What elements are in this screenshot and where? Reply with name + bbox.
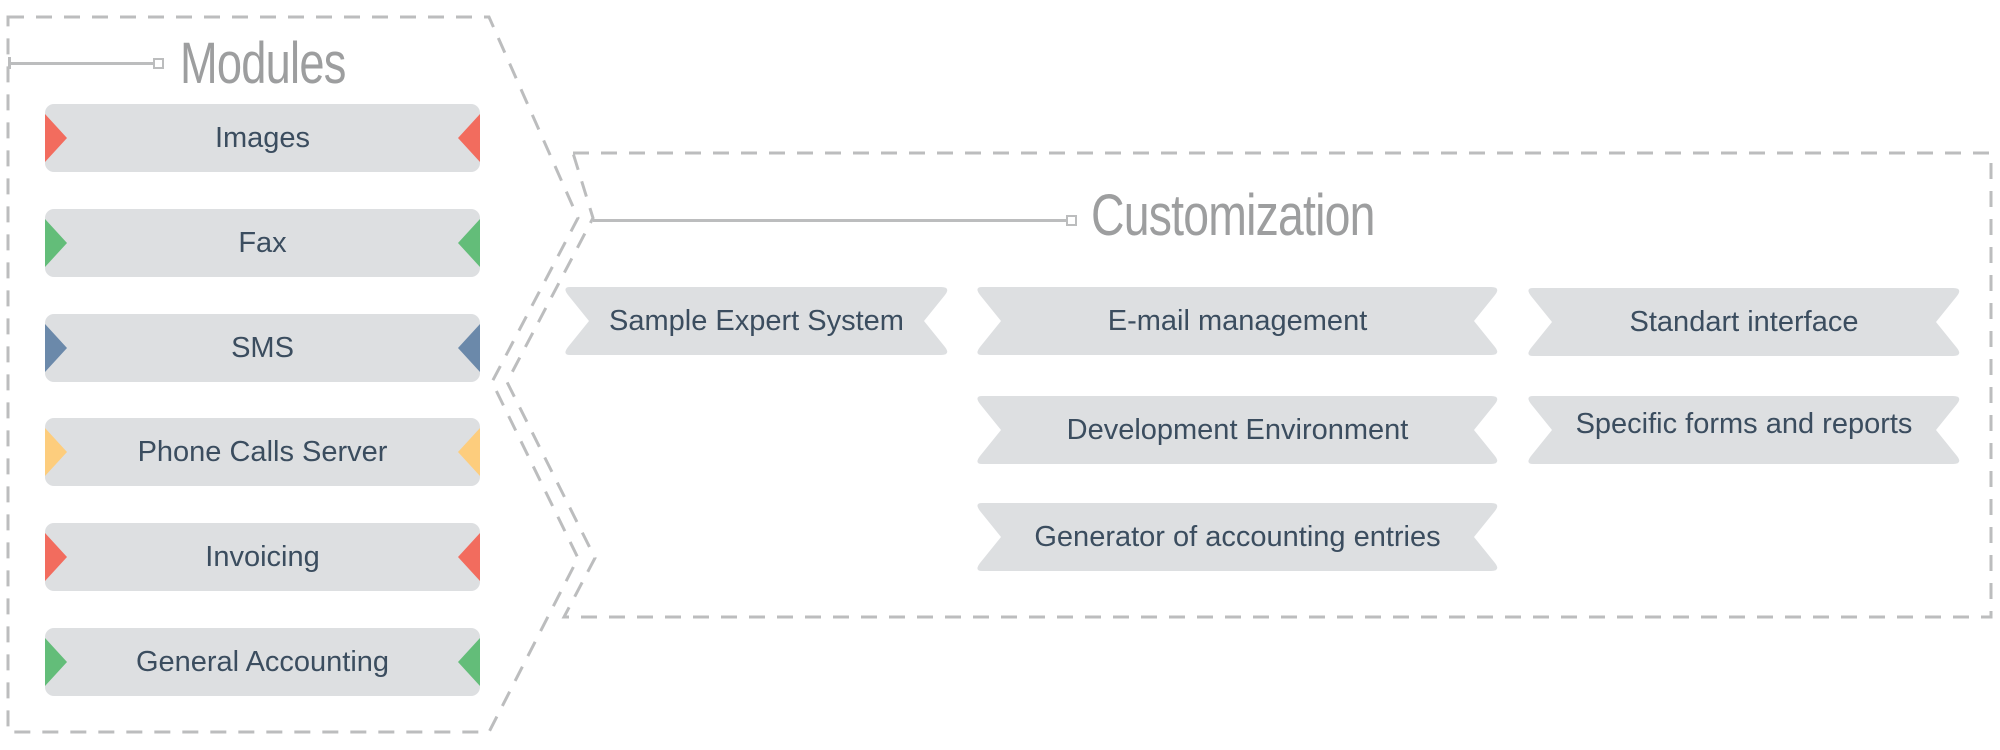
customization-label: Generator of accounting entries: [1034, 520, 1441, 553]
customization-item-specific-forms-and-reports[interactable]: Specific forms and reports: [1527, 396, 1961, 464]
customization-connector-node-icon: [1066, 215, 1077, 226]
customization-item-standart-interface[interactable]: Standart interface: [1527, 288, 1961, 356]
ribbon-shape: [565, 287, 948, 355]
customization-label: Sample Expert System: [609, 304, 904, 337]
ribbon-shape: [977, 503, 1498, 571]
modules-connector-tick: [8, 57, 11, 69]
customization-label: Specific forms and reports: [1575, 407, 1913, 440]
accent-arrow-right-icon: [458, 638, 480, 686]
accent-arrow-right-icon: [458, 324, 480, 372]
customization-frame: [505, 151, 1993, 619]
customization-item-e-mail-management[interactable]: E-mail management: [976, 287, 1499, 355]
customization-label: Standart interface: [1629, 305, 1859, 338]
accent-arrow-left-icon: [45, 533, 67, 581]
module-label: Fax: [238, 226, 287, 259]
module-item-images[interactable]: Images: [45, 104, 480, 172]
customization-label: Development Environment: [1066, 413, 1409, 446]
ribbon-shape: [1528, 288, 1960, 356]
module-label: SMS: [231, 331, 294, 364]
modules-connector-line: [8, 62, 154, 65]
module-label: Phone Calls Server: [137, 435, 388, 468]
accent-arrow-right-icon: [458, 533, 480, 581]
module-item-phone-calls-server[interactable]: Phone Calls Server: [45, 418, 480, 486]
accent-arrow-left-icon: [45, 219, 67, 267]
module-item-fax[interactable]: Fax: [45, 209, 480, 277]
modules-frame: [6, 15, 580, 734]
modules-title: Modules: [180, 31, 346, 96]
module-item-sms[interactable]: SMS: [45, 314, 480, 382]
accent-arrow-right-icon: [458, 428, 480, 476]
customization-item-generator-of-accounting-entries[interactable]: Generator of accounting entries: [976, 503, 1499, 571]
accent-arrow-left-icon: [45, 114, 67, 162]
module-item-general-accounting[interactable]: General Accounting: [45, 628, 480, 696]
accent-arrow-left-icon: [45, 324, 67, 372]
customization-item-sample-expert-system[interactable]: Sample Expert System: [564, 287, 949, 355]
module-label: General Accounting: [135, 645, 390, 678]
accent-arrow-left-icon: [45, 428, 67, 476]
accent-arrow-right-icon: [458, 114, 480, 162]
module-label: Images: [214, 121, 311, 154]
modules-connector-node-icon: [153, 58, 164, 69]
ribbon-shape: [977, 287, 1498, 355]
ribbon-shape: [977, 396, 1498, 464]
accent-arrow-right-icon: [458, 219, 480, 267]
customization-title: Customization: [1091, 183, 1375, 248]
customization-item-development-environment[interactable]: Development Environment: [976, 396, 1499, 464]
customization-connector-line: [593, 219, 1067, 222]
module-label: Invoicing: [205, 540, 320, 573]
accent-arrow-left-icon: [45, 638, 67, 686]
ribbon-shape: [1528, 396, 1960, 464]
module-item-invoicing[interactable]: Invoicing: [45, 523, 480, 591]
customization-label: E-mail management: [1107, 304, 1368, 337]
